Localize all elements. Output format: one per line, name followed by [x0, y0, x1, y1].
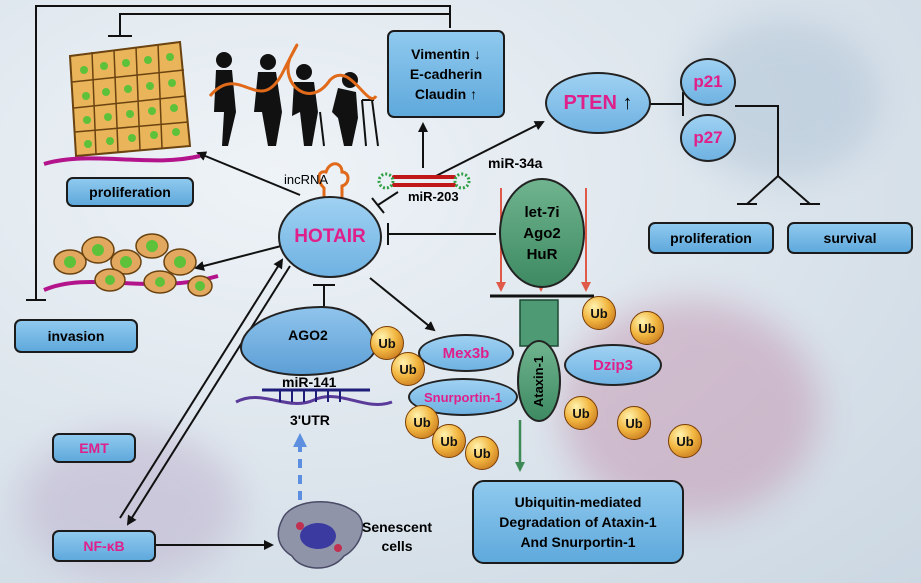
mir34a-label: miR-34a [488, 155, 543, 171]
ubiquitin-ball: Ub [564, 396, 598, 430]
ubiquitin-degradation-box: Ubiquitin-mediated Degradation of Ataxin… [472, 480, 684, 564]
snurportin-label: Snurportin-1 [424, 389, 502, 405]
utr-rna-duplex [235, 388, 393, 406]
mir203-label: miR-203 [408, 189, 459, 204]
survival-box: survival [787, 222, 913, 254]
mir141-label: miR-141 [282, 374, 337, 390]
nfkb-to-hotair-arrow [119, 258, 284, 519]
ubiquitin-ball: Ub [617, 406, 651, 440]
pten-label: PTEN [563, 91, 617, 114]
senescent-line2: cells [381, 538, 413, 554]
senescent-cells-label: Senescent cells [362, 518, 432, 556]
p27-label: p27 [693, 128, 723, 147]
hotair-to-proliferation-arrow [196, 151, 301, 196]
proliferation-left-box: proliferation [66, 177, 194, 207]
hotair-label: HOTAIR [294, 226, 366, 247]
incrna-label: incRNA [284, 172, 329, 187]
ataxin-receptor-stem [519, 299, 559, 347]
p21-node: p21 [680, 58, 736, 106]
dzip3-label: Dzip3 [592, 356, 633, 374]
e-cadherin-label: E-cadherin [409, 66, 483, 82]
mir203-hairpin-icon [377, 172, 471, 190]
mex3b-label: Mex3b [442, 344, 490, 362]
emt-box: EMT [52, 433, 136, 463]
incrna-hairpin-icon [317, 162, 350, 198]
down-arrow-icon: ↓ [473, 46, 481, 62]
up-arrow-icon: ↑ [470, 86, 478, 102]
dna-strand-icon [208, 43, 378, 100]
proliferation-right-box: proliferation [648, 222, 774, 254]
hur-label: HuR [526, 245, 558, 263]
ubiquitin-ball: Ub [582, 296, 616, 330]
senescent-cell-icon [277, 500, 364, 569]
emt-markers-box: Vimentin ↓ E-cadherin Claudin ↑ [387, 30, 505, 118]
senescent-line1: Senescent [362, 519, 433, 535]
degradation-line2: Degradation of Ataxin-1 [499, 514, 657, 530]
dzip3-node: Dzip3 [564, 344, 662, 386]
hotair-to-nfkb-arrow [126, 265, 291, 526]
claudin-label: Claudin [414, 86, 467, 102]
ago2-node: AGO2 [240, 306, 376, 376]
pten-node: PTEN ↑ [545, 72, 651, 134]
utr-label: 3'UTR [290, 412, 330, 428]
let7i-node: let-7i Ago2 HuR [499, 178, 585, 288]
aging-silhouettes-icon [214, 52, 379, 147]
ago2-label: Ago2 [523, 224, 561, 242]
ubiquitin-ball: Ub [432, 424, 466, 458]
ago2-label: AGO2 [288, 327, 328, 343]
p27-node: p27 [680, 114, 736, 162]
mir203-inhibit-hotair [377, 191, 399, 206]
hotair-to-mex3b-arrow [369, 277, 436, 332]
ubiquitin-ball: Ub [405, 405, 439, 439]
up-arrow-icon: ↑ [622, 91, 633, 114]
p21-p27-fork [735, 105, 820, 205]
degradation-line3: And Snurportin-1 [520, 534, 636, 550]
nfkb-box: NF-κB [52, 530, 156, 562]
hotair-node: HOTAIR [278, 196, 382, 278]
invasion-box: invasion [14, 319, 138, 353]
let7i-label: let-7i [524, 203, 560, 221]
emt-label: EMT [79, 440, 109, 456]
nfkb-label: NF-κB [83, 538, 125, 554]
outer-feedback-line [26, 5, 451, 301]
hotair-to-invasion-arrow [194, 244, 286, 271]
ubiquitin-ball: Ub [465, 436, 499, 470]
degradation-line1: Ubiquitin-mediated [514, 494, 642, 510]
ubiquitin-ball: Ub [391, 352, 425, 386]
p21-label: p21 [693, 72, 723, 91]
invasion-cells-icon [43, 233, 219, 297]
ubiquitin-ball: Ub [668, 424, 702, 458]
ubiquitin-ball: Ub [630, 311, 664, 345]
mex3b-node: Mex3b [418, 334, 514, 372]
proliferation-cells-icon [43, 40, 201, 166]
ataxin-node: Ataxin-1 [517, 340, 561, 422]
vimentin-label: Vimentin [411, 46, 470, 62]
ataxin-label: Ataxin-1 [531, 355, 547, 407]
mir203-to-pten-arrow [431, 121, 545, 179]
